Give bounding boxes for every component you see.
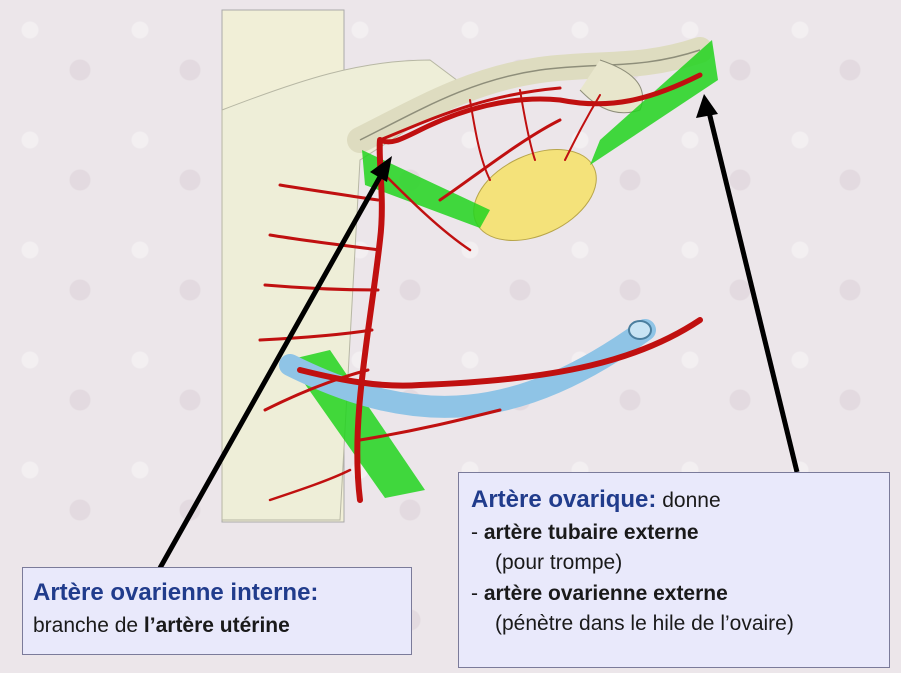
item1-note: (pour trompe) [495, 551, 623, 575]
arrowhead-internal [370, 156, 392, 182]
callout-title-suffix: donne [656, 489, 721, 512]
external-tubal-artery [378, 86, 562, 142]
pointer-arrow-ovarian [705, 107, 800, 473]
callout-ovarian-artery: Artère ovarique: donne - artère tubaire … [458, 472, 890, 668]
callout-text-prefix: branche de [33, 613, 144, 637]
utero-ovarian-ligament [362, 150, 490, 228]
ovarian-artery [377, 72, 703, 145]
callout-title-internal: Artère ovarienne interne: [33, 579, 319, 606]
item1-bold: artère tubaire externe [483, 520, 699, 544]
external-ovarian-artery [438, 118, 562, 202]
ureter-cut-end [628, 320, 652, 340]
fallopian-tube-outline [359, 49, 701, 141]
callout-title-ovarian: Artère ovarique: [471, 486, 657, 513]
pointer-arrow-internal [157, 166, 388, 570]
arrowhead-ovarian [696, 94, 718, 118]
callout-ovarian-internal: Artère ovarienne interne: branche de l’a… [22, 567, 412, 655]
suspensory-ligament [590, 40, 718, 165]
item1-dash: - [471, 520, 484, 544]
callout-text-bold: l’artère utérine [143, 613, 290, 637]
item2-bold: artère ovarienne externe [483, 581, 728, 605]
item2-dash: - [471, 581, 484, 605]
iliac-branch [297, 317, 703, 389]
ovary [473, 149, 597, 241]
item2-note: (pénètre dans le hile de l’ovaire) [495, 612, 794, 636]
